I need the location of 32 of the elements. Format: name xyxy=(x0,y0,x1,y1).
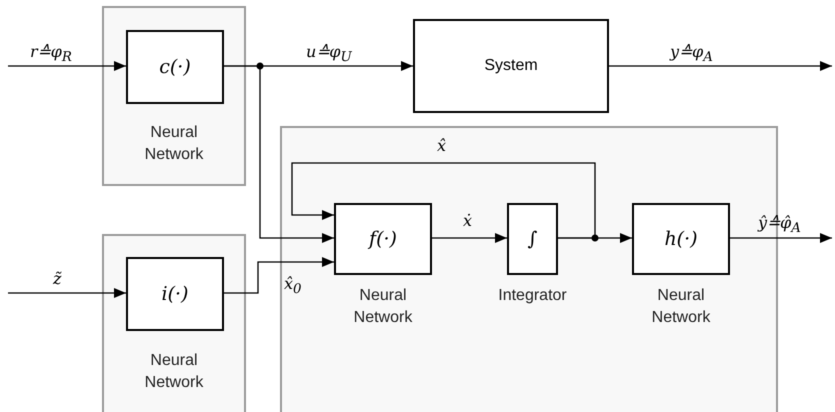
group-panel xyxy=(102,6,246,186)
function-label: i(·) xyxy=(162,283,188,305)
signal-arrow xyxy=(730,233,832,243)
block-caption: Neural Network xyxy=(352,286,414,328)
signal-label: z̃ xyxy=(53,270,62,288)
signal-arrow xyxy=(8,61,126,71)
block-caption: Neural Network xyxy=(650,286,712,328)
block-caption: Neural Network xyxy=(144,123,204,165)
signal-arrow xyxy=(8,288,126,298)
signal-arrow xyxy=(224,257,334,294)
function-label: c(·) xyxy=(159,56,191,78)
function-block xyxy=(413,19,609,113)
signal-label: ŷ≙φ̂$_{A}$ xyxy=(758,214,801,238)
function-label: ∫ xyxy=(528,228,538,250)
signal-label: x̂$_{0}$ xyxy=(284,275,302,300)
signal-arrow xyxy=(432,233,507,243)
function-block xyxy=(126,30,224,104)
group-panel xyxy=(102,234,246,412)
signal-label: ẋ xyxy=(463,212,472,230)
function-label: f(·) xyxy=(369,228,397,250)
function-label: h(·) xyxy=(664,228,698,250)
signal-arrow xyxy=(224,65,334,243)
function-block xyxy=(126,257,224,331)
signal-label: r≙φ$_{R}$ xyxy=(30,43,72,68)
signal-arrow xyxy=(609,61,832,71)
signal-label: u≙φ$_{U}$ xyxy=(306,43,352,68)
block-label: System xyxy=(484,57,538,75)
signal-arrow xyxy=(291,162,596,239)
signal-label: x̂ xyxy=(437,137,446,155)
block-caption: Neural Network xyxy=(144,351,204,393)
signal-label: y≙φ$_{A}$ xyxy=(670,43,713,68)
block-caption: Integrator xyxy=(497,286,568,306)
